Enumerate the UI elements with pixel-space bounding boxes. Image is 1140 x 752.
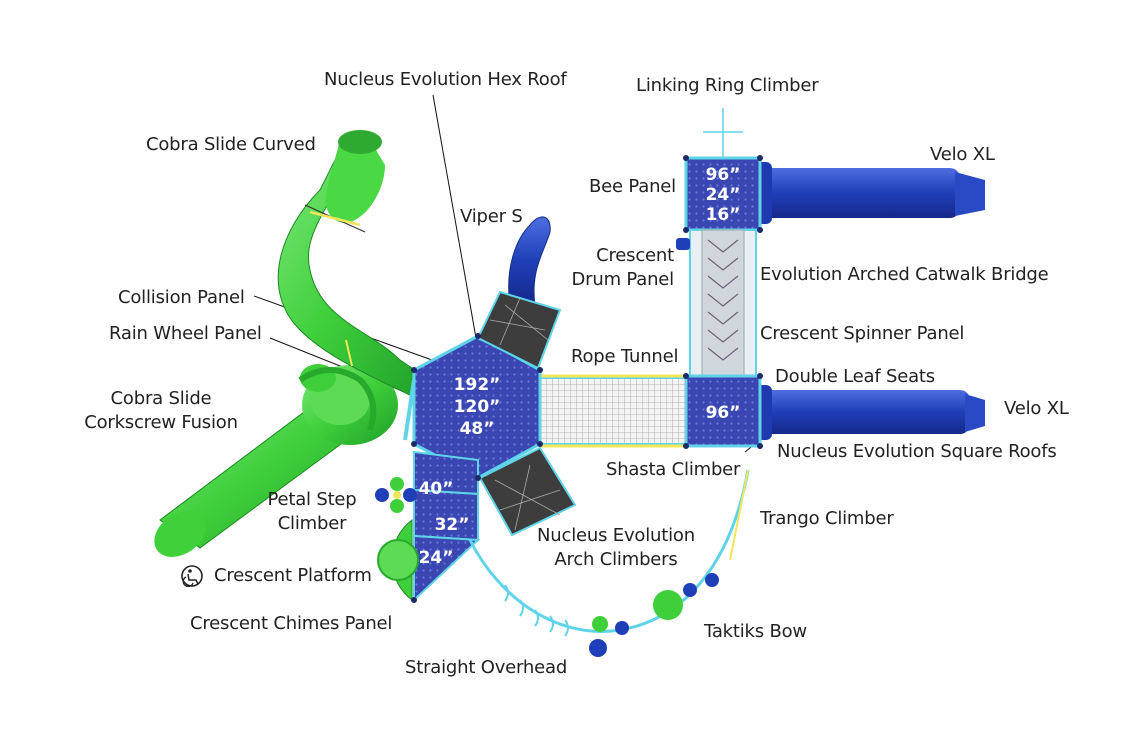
- label-rope-tunnel: Rope Tunnel: [571, 346, 679, 367]
- label-petal-step: Petal Step Climber: [262, 488, 362, 536]
- label-shasta: Shasta Climber: [606, 459, 741, 480]
- tower-top-height-2: 24”: [706, 185, 741, 205]
- label-taktiks: Taktiks Bow: [704, 621, 807, 642]
- label-cobra-corkscrew-line2: Corkscrew Fusion: [84, 412, 238, 433]
- step-height-2: 32”: [435, 515, 470, 535]
- step-height-1: 40”: [419, 479, 454, 499]
- straight-overhead: [468, 469, 750, 657]
- step-decks: [413, 450, 481, 603]
- label-overhead: Straight Overhead: [405, 657, 568, 678]
- label-double-leaf: Double Leaf Seats: [775, 366, 935, 387]
- crescent-platform: [377, 518, 419, 602]
- label-cobra-corkscrew-line1: Cobra Slide: [110, 388, 212, 409]
- label-crescent-drum: Crescent Drum Panel: [570, 244, 675, 292]
- label-hex-roof: Nucleus Evolution Hex Roof: [324, 69, 567, 90]
- label-velo-bottom: Velo XL: [1004, 398, 1069, 419]
- label-rain-wheel: Rain Wheel Panel: [109, 323, 262, 344]
- label-arch-climbers-line1: Nucleus Evolution: [537, 525, 695, 546]
- label-crescent-drum-line1: Crescent: [596, 245, 674, 266]
- viper-slide: [508, 216, 551, 306]
- label-viper: Viper S: [460, 206, 523, 227]
- label-velo-top: Velo XL: [930, 144, 995, 165]
- tower-top: [684, 156, 762, 232]
- velo-slide-bottom: [752, 385, 985, 440]
- linking-ring-climber: [703, 108, 743, 160]
- label-catwalk: Evolution Arched Catwalk Bridge: [760, 264, 1049, 285]
- wheelchair-accessible-icon: [181, 565, 203, 588]
- hex-height-3: 48”: [460, 419, 495, 439]
- cobra-slide-curved: [277, 130, 431, 401]
- label-cobra-corkscrew: Cobra Slide Corkscrew Fusion: [76, 387, 246, 435]
- rope-tunnel: [539, 374, 687, 448]
- label-collision: Collision Panel: [118, 287, 245, 308]
- tower-right-height: 96”: [706, 403, 741, 423]
- catwalk-bridge: [676, 229, 757, 377]
- label-arch-climbers: Nucleus Evolution Arch Climbers: [526, 524, 706, 572]
- label-square-roofs: Nucleus Evolution Square Roofs: [777, 441, 1057, 462]
- height-labels: 96” 24” 16” 96” 192” 120” 48” 40” 32” 24…: [419, 165, 741, 568]
- velo-slide-top: [750, 162, 985, 224]
- label-trango: Trango Climber: [760, 508, 894, 529]
- hex-height-1: 192”: [454, 375, 501, 395]
- petal-step-climber: [375, 477, 417, 513]
- step-height-3: 24”: [419, 548, 454, 568]
- label-crescent-drum-line2: Drum Panel: [571, 269, 675, 290]
- label-linking-ring: Linking Ring Climber: [636, 75, 819, 96]
- label-bee-panel: Bee Panel: [589, 176, 676, 197]
- hex-height-2: 120”: [454, 397, 501, 417]
- cobra-slide-corkscrew: [154, 364, 398, 557]
- label-arch-climbers-line2: Arch Climbers: [554, 549, 678, 570]
- label-spinner: Crescent Spinner Panel: [760, 323, 965, 344]
- label-cobra-curved: Cobra Slide Curved: [146, 134, 316, 155]
- label-petal-step-line2: Climber: [277, 513, 347, 534]
- tower-top-height-3: 16”: [706, 205, 741, 225]
- label-crescent-platform: Crescent Platform: [214, 565, 372, 586]
- label-chimes: Crescent Chimes Panel: [190, 613, 393, 634]
- trango-climber: [729, 469, 749, 561]
- rain-wheel-marker: [345, 339, 353, 367]
- label-petal-step-line1: Petal Step: [267, 489, 357, 510]
- posts: [411, 155, 763, 603]
- tower-top-height-1: 96”: [706, 165, 741, 185]
